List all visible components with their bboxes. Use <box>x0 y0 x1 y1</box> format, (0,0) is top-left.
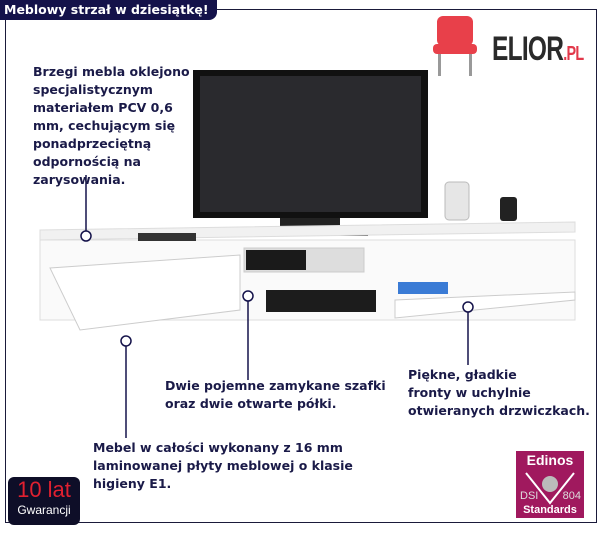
certificate-mark-icon <box>525 472 575 505</box>
header-tab: Meblowy strzał w dziesiątkę! <box>0 0 217 20</box>
chair-icon <box>433 16 477 76</box>
frame <box>5 9 597 523</box>
callout-markers <box>80 175 474 438</box>
elior-logo: ELIOR.PL <box>492 30 584 68</box>
edinos-certificate: Edinos DSI 804 Standards <box>516 451 584 518</box>
